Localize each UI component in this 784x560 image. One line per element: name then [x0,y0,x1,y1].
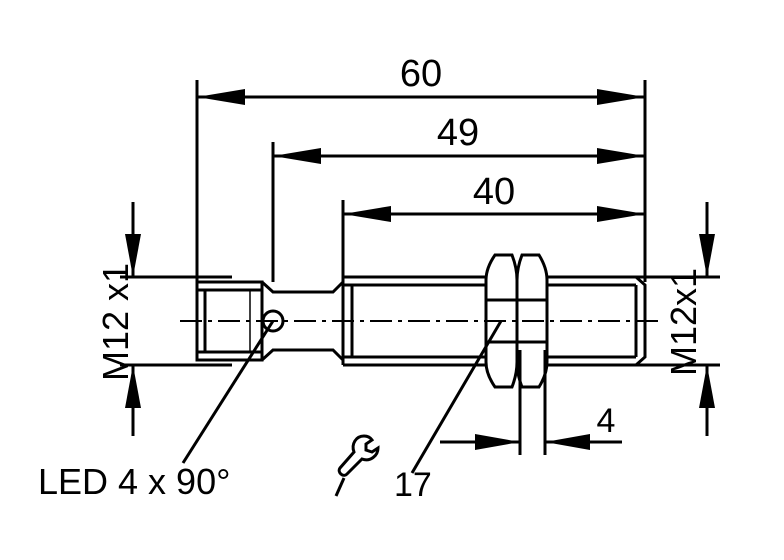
dimension-4-label: 4 [597,402,616,440]
dimension-40-label: 40 [473,171,515,213]
dimension-60-label: 60 [400,53,442,95]
extension-lines [120,80,720,455]
thread-spec-left-label: M12 x1 [95,263,136,381]
dimension-60: 60 [197,53,645,105]
dimension-49-label: 49 [437,112,479,154]
dimension-4: 4 [440,402,622,450]
thread-dimension-left: M12 x1 [95,202,141,436]
led-label: LED 4 x 90° [38,461,231,502]
dimension-49: 49 [273,112,645,164]
hex-nut-2 [515,253,549,389]
wrench-icon [334,434,380,497]
thread-dimension-right: M12x1 [663,202,715,436]
wrench-callout: 17 [334,320,503,504]
dimension-40: 40 [343,171,645,222]
led-callout: LED 4 x 90° [38,320,275,502]
wrench-size-label: 17 [394,466,432,504]
thread-spec-right-label: M12x1 [663,268,704,376]
